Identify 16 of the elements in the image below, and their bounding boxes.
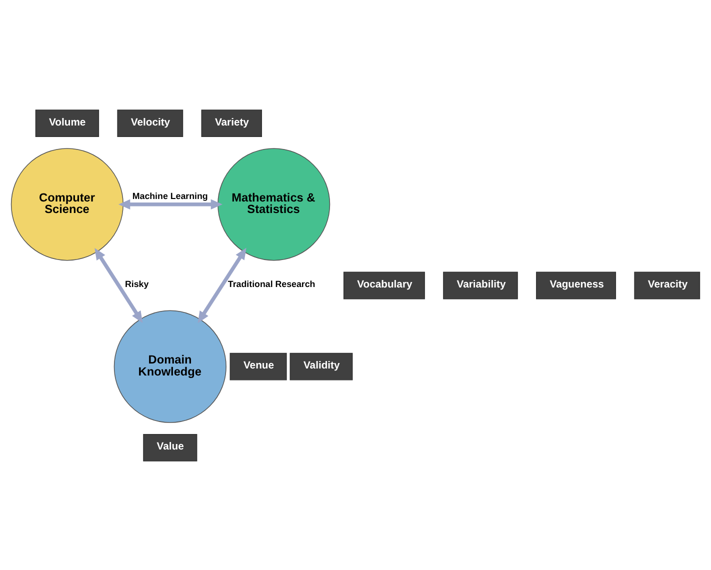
- node-box: Validity: [290, 352, 353, 380]
- edge-label: Traditional Research: [228, 278, 316, 289]
- edge-label: Machine Learning: [132, 190, 208, 200]
- node-box: Venue: [230, 352, 287, 380]
- node-box: Vagueness: [536, 271, 616, 299]
- arrow: [198, 247, 246, 323]
- node-box: Vocabulary: [343, 271, 425, 299]
- node-box: Variety: [201, 109, 262, 136]
- arrow: [118, 198, 222, 209]
- node-box: Velocity: [117, 109, 184, 136]
- node-box: Value: [143, 434, 198, 461]
- node-box: Volume: [35, 109, 100, 136]
- node-box: Variability: [443, 271, 518, 299]
- edge-label: Risky: [124, 278, 149, 289]
- node-box: Veracity: [634, 271, 700, 299]
- arrow: [94, 247, 143, 322]
